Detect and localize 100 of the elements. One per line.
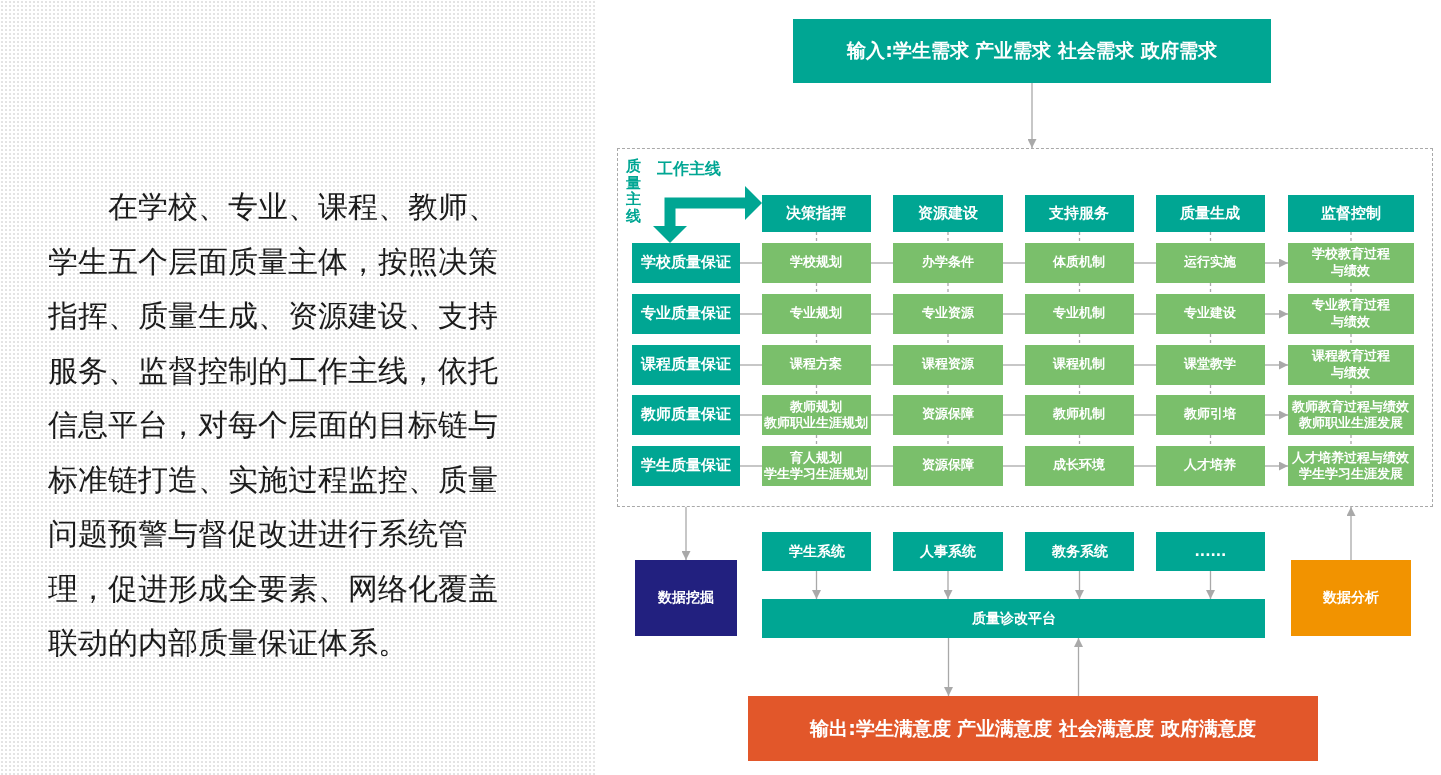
level-title: 学校质量保证 (640, 253, 731, 272)
dashed-connector (1350, 282, 1352, 295)
task-card (761, 242, 871, 283)
arrow (944, 637, 953, 697)
task-text: 课程教育过程与绩效 (1310, 348, 1391, 381)
task-text: 运行实施 (1184, 254, 1236, 271)
connector-line (870, 262, 894, 264)
dashed-connector (947, 333, 949, 346)
task-text: 成长环境 (1053, 457, 1105, 474)
arrow (1074, 637, 1083, 697)
connector-line (1133, 364, 1157, 366)
connector-line (870, 465, 894, 467)
arrow (1027, 82, 1037, 149)
connector-line (1133, 262, 1157, 264)
task-card (1024, 344, 1134, 385)
task-card (1024, 293, 1134, 334)
connector-line (739, 414, 763, 416)
task-text: 专业机制 (1053, 305, 1105, 322)
task-text: 学生学习生涯规划 (764, 465, 868, 482)
task-text: 教师职业生涯发展 (1298, 414, 1403, 431)
task-card (1155, 394, 1265, 435)
connector-line (870, 364, 894, 366)
arrow-caption: 质量主线 (626, 158, 641, 224)
arrow (1264, 461, 1289, 471)
data-mining-card (635, 560, 737, 636)
connector-line (1002, 364, 1026, 366)
connector-line (1002, 313, 1026, 315)
level-header (631, 344, 740, 385)
dashed-connector (1209, 231, 1212, 244)
system-name: ...... (1194, 542, 1227, 561)
connector-line (1133, 414, 1157, 416)
dashed-connector (947, 231, 949, 244)
connector-line (1002, 262, 1026, 264)
task-text: 资源保障 (921, 457, 974, 474)
task-card (1287, 344, 1414, 385)
output-text: 输出:学生满意度 产业满意度 社会满意度 政府满意度 (810, 716, 1256, 741)
stage-header (1024, 194, 1134, 232)
arrow (1264, 258, 1289, 268)
level-title: 课程质量保证 (640, 355, 731, 374)
task-text: 资源保障 (921, 406, 974, 423)
task-card (892, 394, 1003, 435)
stage-title: 监督控制 (1320, 203, 1381, 223)
dashed-connector (1078, 231, 1081, 244)
stage-header (1155, 194, 1265, 232)
arrow (1075, 570, 1084, 600)
dashed-connector (1350, 231, 1352, 244)
system-name: 教务系统 (1051, 542, 1108, 561)
task-text: 教师引培 (1184, 406, 1236, 423)
task-text: 人才培养过程与绩效 (1292, 449, 1409, 466)
task-card (1287, 394, 1414, 435)
task-text: 学校规划 (790, 254, 842, 271)
task-text: 专业教育过程与绩效 (1310, 297, 1391, 330)
task-text: 育人规划 (790, 449, 842, 466)
dashed-connector (815, 333, 818, 346)
task-card (1287, 242, 1414, 283)
dashed-connector (1078, 434, 1081, 447)
task-card (1155, 344, 1265, 385)
task-text: 体质机制 (1053, 254, 1105, 271)
connector-line (739, 465, 763, 467)
dashed-connector (1350, 434, 1352, 447)
task-text: 专业规划 (790, 305, 842, 322)
stage-title: 质量生成 (1180, 203, 1240, 223)
task-card (761, 344, 871, 385)
task-text: 专业建设 (1184, 305, 1236, 322)
arrow (943, 570, 953, 600)
arrow (812, 570, 821, 600)
arrow (1346, 506, 1356, 561)
system-name: 学生系统 (788, 542, 845, 561)
connector-line (870, 313, 894, 315)
task-card (892, 344, 1003, 385)
task-text: 教师教育过程与绩效 (1292, 398, 1409, 415)
task-text: 课程机制 (1053, 356, 1105, 373)
connector-line (870, 414, 894, 416)
stage-title: 资源建设 (917, 203, 978, 223)
stage-title: 支持服务 (1049, 203, 1109, 223)
data-analysis-card (1291, 560, 1411, 636)
dashed-connector (947, 282, 949, 295)
arrow (1206, 570, 1215, 600)
level-header (631, 293, 740, 334)
connector-line (1133, 313, 1157, 315)
task-text: 办学条件 (921, 254, 974, 271)
dashed-connector (1209, 384, 1212, 396)
data-mining-label: 数据挖掘 (658, 589, 714, 607)
arrow (681, 506, 691, 561)
task-text: 学生学习生涯发展 (1298, 465, 1403, 482)
platform-bar (762, 599, 1265, 638)
task-card (1024, 394, 1134, 435)
platform-name: 质量诊改平台 (971, 609, 1056, 628)
data-analysis-label: 数据分析 (1323, 589, 1379, 607)
task-card (1155, 445, 1265, 486)
dashed-connector (815, 231, 818, 244)
arrow (1264, 410, 1289, 420)
input-text: 输入:学生需求 产业需求 社会需求 政府需求 (847, 39, 1217, 63)
dashed-connector (1078, 282, 1081, 295)
dashed-connector (815, 384, 818, 396)
task-text: 课程资源 (921, 356, 974, 373)
arrow (1264, 360, 1289, 370)
output-banner (748, 696, 1318, 761)
dashed-connector (1209, 282, 1212, 295)
connector-line (739, 262, 763, 264)
